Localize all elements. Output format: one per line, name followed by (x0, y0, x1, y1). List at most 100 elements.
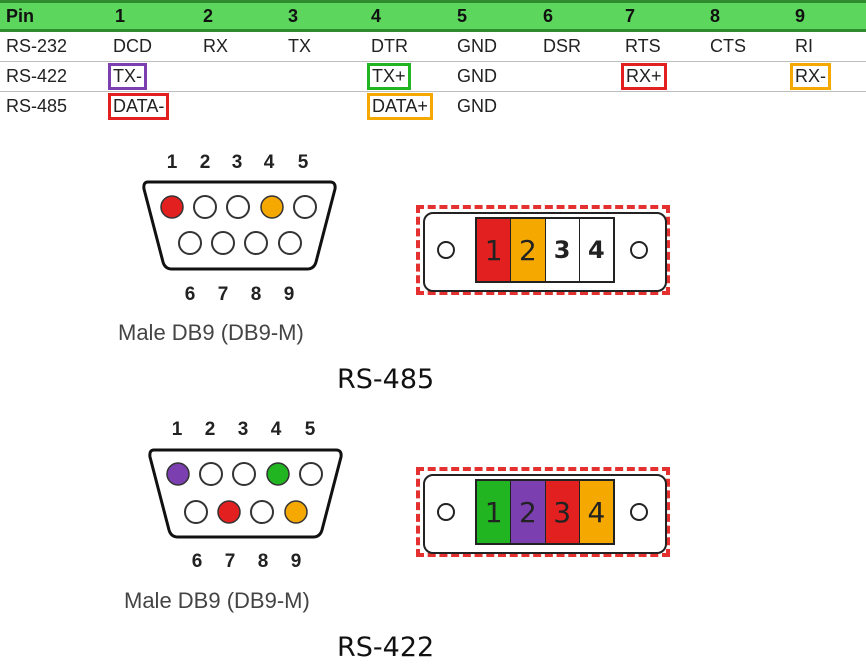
pin-6 (184, 500, 208, 524)
pin-number: 2 (204, 419, 216, 440)
pin-number: 3 (231, 152, 243, 173)
db9-shell (142, 180, 337, 271)
table-cell: RI (795, 36, 813, 56)
db9-caption: Male DB9 (DB9-M) (118, 320, 304, 345)
db9-top-pin-numbers: 1 2 3 4 5 (160, 152, 330, 176)
pin-number: 2 (199, 152, 211, 173)
table-cell: CTS (710, 36, 746, 56)
terminal-block-body: 1 2 3 4 (423, 474, 667, 554)
pin-number: 6 (191, 551, 203, 572)
pin-number: 3 (237, 419, 249, 440)
row-label: RS-485 (6, 96, 68, 116)
pin-number: 4 (263, 152, 275, 173)
pin-5 (299, 462, 323, 486)
terminal-slot: 2 (511, 481, 546, 543)
pin-2 (199, 462, 223, 486)
terminal-slots: 1 2 3 4 (475, 479, 615, 545)
table-header-row: Pin 1 2 3 4 5 6 7 8 9 (0, 0, 866, 32)
tx-minus-tag: TX- (108, 63, 147, 90)
header-cell: 6 (543, 5, 554, 26)
pin-number: 6 (184, 284, 196, 305)
pin-number: 5 (297, 152, 309, 173)
table-cell: GND (457, 36, 497, 56)
rx-minus-tag: RX- (790, 63, 831, 90)
terminal-slot: 1 (477, 219, 512, 281)
header-cell: 3 (288, 5, 299, 26)
header-cell: 1 (115, 5, 126, 26)
terminal-highlight-rs485 (416, 205, 670, 295)
pin-9 (278, 231, 302, 255)
header-cell: 4 (371, 5, 382, 26)
pin-number: 1 (171, 419, 183, 440)
mount-hole (437, 503, 455, 521)
mount-hole (630, 241, 648, 259)
table-cell: GND (457, 66, 497, 86)
header-cell: Pin (6, 5, 35, 26)
cell-wrap: TX+ (367, 62, 411, 91)
table-cell: GND (457, 96, 497, 116)
db9-connector-rs422 (148, 448, 343, 539)
header-cell: 2 (203, 5, 214, 26)
db9-bottom-pin-numbers: 6 7 8 9 (185, 551, 325, 575)
cell-wrap: RX+ (621, 62, 667, 91)
pin-number: 8 (250, 284, 262, 305)
table-cell: TX (288, 36, 312, 56)
table-cell: DTR (371, 36, 408, 56)
pin-number: 8 (257, 551, 269, 572)
pin-4-orange (260, 195, 284, 219)
terminal-slot: 1 (477, 481, 512, 543)
pin-7 (211, 231, 235, 255)
row-label: RS-422 (6, 66, 68, 86)
cell-wrap: TX- (108, 62, 147, 91)
table-cell: DSR (543, 36, 582, 56)
pin-8 (250, 500, 274, 524)
pin-number: 7 (224, 551, 236, 572)
terminal-slots: 1 2 3 4 (475, 217, 615, 283)
db9-caption: Male DB9 (DB9-M) (124, 588, 310, 613)
mount-hole (630, 503, 648, 521)
pin-3 (232, 462, 256, 486)
terminal-block-body: 1 2 3 4 (423, 212, 667, 292)
pin-table: Pin 1 2 3 4 5 6 7 8 9 RS-232 DCD RX TX D… (0, 0, 866, 121)
header-cell: 8 (710, 5, 721, 26)
pin-7-red (217, 500, 241, 524)
terminal-slot: 4 (579, 219, 613, 281)
pin-5 (293, 195, 317, 219)
table-cell: DCD (113, 36, 152, 56)
data-minus-tag: DATA- (108, 93, 170, 120)
table-row: RS-485 DATA- DATA+ GND (0, 92, 866, 121)
cell-wrap: RX- (790, 62, 831, 91)
table-row: RS-232 DCD RX TX DTR GND DSR RTS CTS RI (0, 32, 866, 62)
pin-2 (193, 195, 217, 219)
pin-8 (244, 231, 268, 255)
data-plus-tag: DATA+ (367, 93, 433, 120)
pin-1-red (160, 195, 184, 219)
pin-4-green (266, 462, 290, 486)
pin-6 (178, 231, 202, 255)
terminal-highlight-rs422 (416, 467, 670, 557)
table-cell: RTS (625, 36, 661, 56)
pin-1-purple (166, 462, 190, 486)
table-row: RS-422 TX- TX+ GND RX+ RX- (0, 62, 866, 92)
header-cell: 9 (795, 5, 806, 26)
db9-connector-rs485 (142, 180, 337, 271)
pin-number: 9 (290, 551, 302, 572)
mount-hole (437, 241, 455, 259)
pin-number: 5 (304, 419, 316, 440)
db9-bottom-pin-numbers: 6 7 8 9 (178, 284, 318, 308)
header-cell: 5 (457, 5, 468, 26)
rs422-title: RS-422 (337, 632, 435, 663)
cell-wrap: DATA+ (367, 92, 433, 121)
db9-top-pin-numbers: 1 2 3 4 5 (165, 419, 335, 443)
pin-3 (226, 195, 250, 219)
pin-9-orange (284, 500, 308, 524)
rs485-title: RS-485 (337, 364, 435, 395)
cell-wrap: DATA- (108, 92, 170, 121)
pin-number: 4 (270, 419, 282, 440)
pin-number: 9 (283, 284, 295, 305)
pin-number: 7 (217, 284, 229, 305)
pin-number: 1 (166, 152, 178, 173)
terminal-slot: 3 (545, 481, 580, 543)
header-cell: 7 (625, 5, 636, 26)
tx-plus-tag: TX+ (367, 63, 411, 90)
